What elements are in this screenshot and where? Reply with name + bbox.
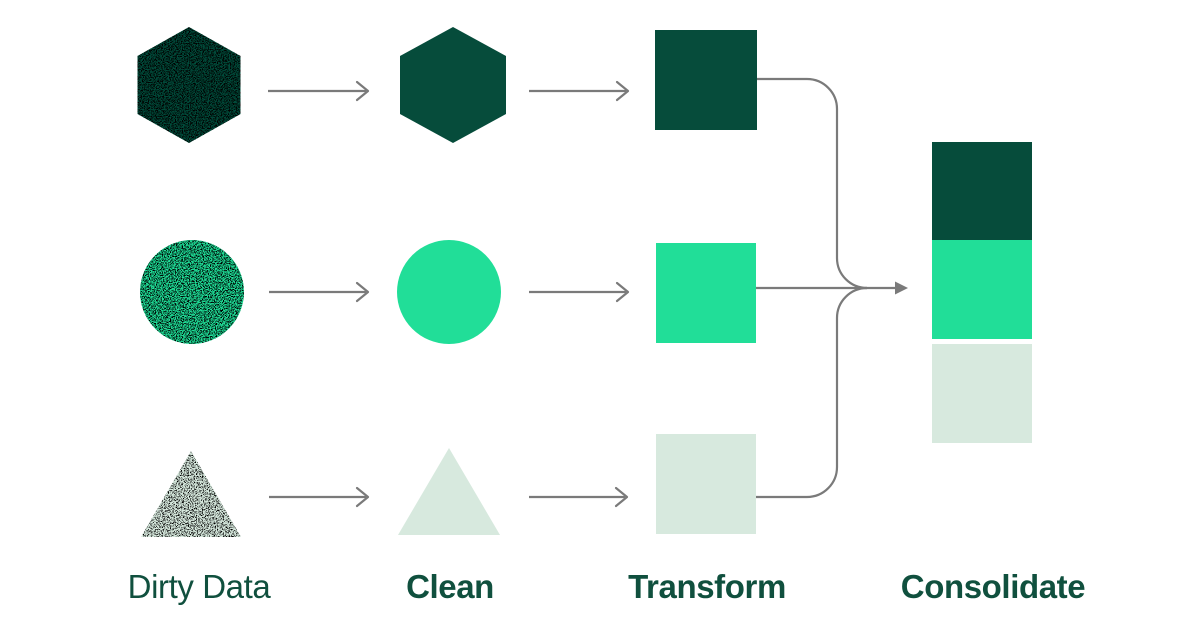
merge-arrowhead [895, 281, 908, 295]
connector-row1-to-merge [757, 77, 868, 290]
clean-triangle-shape [398, 448, 500, 535]
clean-hexagon-shape [400, 27, 506, 143]
clean-circle-shape [397, 240, 501, 344]
stack-block-dark [932, 142, 1032, 240]
arrow-row1-clean-to-transform [529, 80, 630, 102]
stage-label-clean: Clean [406, 568, 494, 605]
dirty-circle-shape [140, 240, 244, 344]
arrow-row1-dirty-to-clean [268, 80, 370, 102]
connector-row3-to-merge [756, 286, 868, 499]
arrow-row2-dirty-to-clean [269, 281, 370, 303]
stage-label-dirty-data: Dirty Data [127, 568, 271, 605]
arrow-row3-clean-to-transform [529, 486, 629, 508]
dirty-triangle-shape [141, 451, 241, 537]
transform-square-dark [655, 30, 757, 130]
consolidated-stack [932, 142, 1032, 443]
stack-block-pale [932, 344, 1032, 443]
arrow-row2-clean-to-transform [529, 281, 630, 303]
dirty-hexagon-shape [137, 27, 241, 143]
transform-square-bright [656, 243, 756, 343]
stage-label-transform: Transform [628, 568, 786, 605]
stack-block-bright [932, 240, 1032, 339]
transform-square-pale [656, 434, 756, 534]
arrow-row3-dirty-to-clean [269, 486, 370, 508]
stage-label-consolidate: Consolidate [900, 568, 1086, 605]
